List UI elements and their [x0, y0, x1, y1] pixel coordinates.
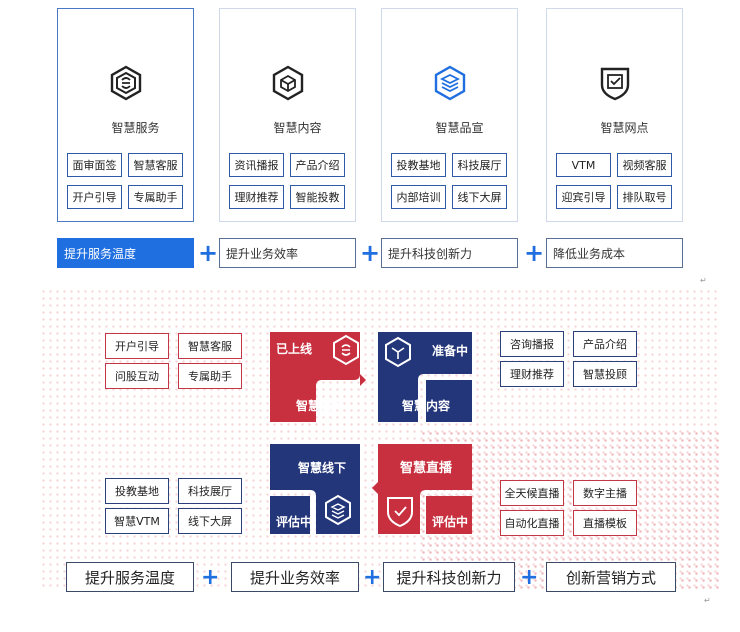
shield-check-icon — [387, 497, 413, 528]
tag[interactable]: 迎宾引导 — [556, 185, 611, 209]
plus-icon: + — [360, 239, 381, 267]
tag[interactable]: 智慧VTM — [105, 508, 169, 534]
tag[interactable]: 自动化直播 — [500, 510, 564, 536]
goal-button[interactable]: 提升科技创新力 — [381, 238, 518, 268]
tag[interactable]: 智慧投顾 — [573, 361, 637, 387]
tag[interactable]: 产品介绍 — [290, 153, 345, 177]
quadrant-tr-shape2 — [426, 380, 472, 422]
tag[interactable]: 投教基地 — [105, 478, 169, 504]
tag[interactable]: 线下大屏 — [178, 508, 242, 534]
hexagon-e-icon — [333, 334, 359, 366]
tag[interactable]: 全天候直播 — [500, 480, 564, 506]
hexagon-cube-icon — [385, 336, 411, 368]
tag[interactable]: 问股互动 — [105, 363, 169, 389]
goal-button[interactable]: 提升业务效率 — [219, 238, 356, 268]
tag[interactable]: 理财推荐 — [229, 185, 284, 209]
tag[interactable]: 投教基地 — [391, 153, 446, 177]
tag[interactable]: 科技展厅 — [452, 153, 507, 177]
hexagon-layers-icon — [325, 494, 351, 526]
card-title: 智慧品宣 — [435, 121, 484, 135]
tag[interactable]: 智能投教 — [290, 185, 345, 209]
tag[interactable]: 专属助手 — [178, 363, 242, 389]
tag[interactable]: 线下大屏 — [452, 185, 507, 209]
card-title: 智慧服务 — [111, 121, 160, 135]
quadrant-graphic — [270, 332, 472, 534]
quadrant-br-shape2 — [426, 496, 472, 534]
quadrant-bl-shape2 — [270, 496, 310, 534]
shield-check-icon — [600, 67, 630, 101]
tag[interactable]: 开户引导 — [105, 333, 169, 359]
tag[interactable]: VTM — [556, 153, 611, 177]
tag[interactable]: 智慧客服 — [128, 153, 183, 177]
card-title: 智慧网点 — [600, 121, 649, 135]
plus-icon: + — [198, 239, 219, 267]
tag[interactable]: 排队取号 — [617, 185, 672, 209]
tag[interactable]: 科技展厅 — [178, 478, 242, 504]
tag[interactable]: 视频客服 — [617, 153, 672, 177]
goal-button[interactable]: 提升科技创新力 — [383, 562, 515, 592]
tag[interactable]: 咨询播报 — [500, 331, 564, 357]
return-mark: ↵ — [704, 596, 711, 605]
tag[interactable]: 开户引导 — [67, 185, 122, 209]
plus-icon: + — [520, 565, 539, 590]
tag[interactable]: 理财推荐 — [500, 361, 564, 387]
tag[interactable]: 智慧客服 — [178, 333, 242, 359]
goal-button[interactable]: 降低业务成本 — [546, 238, 683, 268]
tag[interactable]: 直播模板 — [573, 510, 637, 536]
goal-button[interactable]: 创新营销方式 — [546, 562, 676, 592]
hexagon-cube-icon — [272, 65, 304, 101]
card-title: 智慧内容 — [273, 121, 322, 135]
plus-icon: + — [201, 565, 220, 590]
tag[interactable]: 数字主播 — [573, 480, 637, 506]
tag[interactable]: 面审面签 — [67, 153, 122, 177]
tag[interactable]: 产品介绍 — [573, 331, 637, 357]
hexagon-e-icon — [110, 65, 142, 101]
tag[interactable]: 专属助手 — [128, 185, 183, 209]
tag[interactable]: 内部培训 — [391, 185, 446, 209]
tag[interactable]: 资讯播报 — [229, 153, 284, 177]
quadrant-tl-arrow — [360, 374, 366, 386]
goal-button[interactable]: 提升服务温度 — [57, 238, 194, 268]
plus-icon: + — [524, 239, 545, 267]
quadrant-tr-shape — [378, 332, 472, 422]
quadrant-bl-shape — [270, 444, 360, 534]
goal-button[interactable]: 提升业务效率 — [231, 562, 359, 592]
quadrant-tl-shape — [270, 332, 360, 422]
quadrant-br-arrow — [372, 482, 378, 494]
hexagon-layers-icon — [434, 65, 466, 101]
goal-button[interactable]: 提升服务温度 — [66, 562, 194, 592]
plus-icon: + — [363, 565, 382, 590]
return-mark: ↵ — [700, 276, 707, 285]
